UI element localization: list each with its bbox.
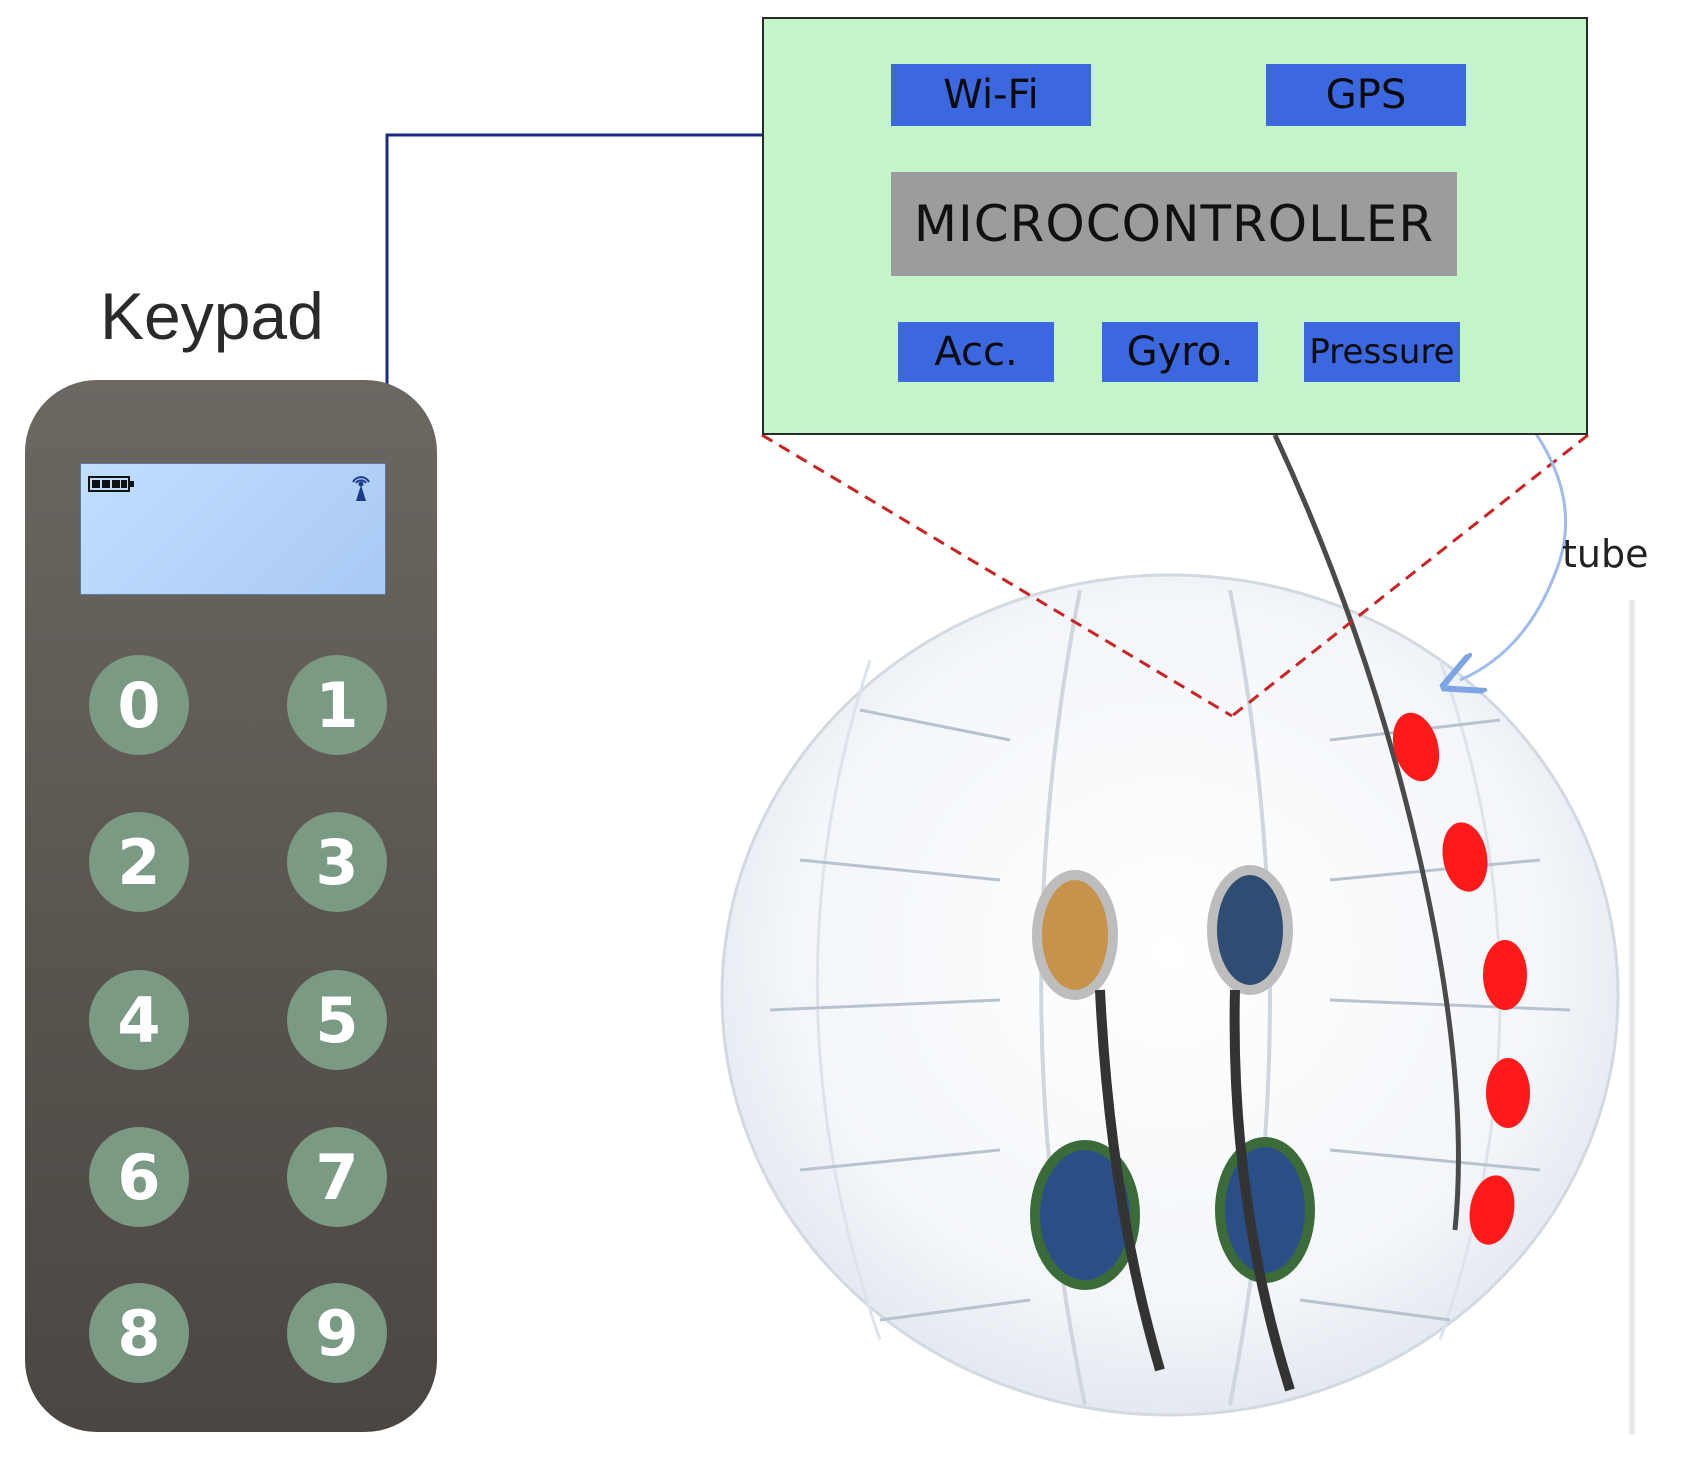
key-8[interactable]: 8 [89,1283,189,1383]
pressure-label: Pressure [1309,332,1455,372]
key-0[interactable]: 0 [89,655,189,755]
microcontroller-label: MICROCONTROLLER [913,195,1435,253]
gps-module: GPS [1266,64,1466,126]
keypad-screen [80,463,386,595]
key-2[interactable]: 2 [89,812,189,912]
key-9[interactable]: 9 [287,1283,387,1383]
battery-icon [88,476,134,492]
zoom-lines [761,433,1589,718]
accelerometer-module: Acc. [898,322,1054,382]
key-5[interactable]: 5 [287,970,387,1070]
key-6[interactable]: 6 [89,1127,189,1227]
gyro-label: Gyro. [1126,329,1234,375]
key-4[interactable]: 4 [89,970,189,1070]
sensor-nodes [1392,712,1530,1245]
wifi-module: Wi-Fi [891,64,1091,126]
wifi-label: Wi-Fi [943,72,1039,118]
gps-label: GPS [1325,72,1407,118]
keypad-title: Keypad [100,279,324,353]
antenna-icon [352,476,370,501]
pressure-module: Pressure [1304,322,1460,382]
sensor-cable [1272,433,1461,1231]
microcontroller-block: MICROCONTROLLER [891,172,1457,276]
key-7[interactable]: 7 [287,1127,387,1227]
keypad-link-cable [385,133,762,385]
key-3[interactable]: 3 [287,812,387,912]
acc-label: Acc. [934,329,1018,375]
tube-label: tube [1562,532,1649,576]
controller-panel: Wi-Fi GPS MICROCONTROLLER Acc. Gyro. Pre… [762,17,1588,435]
key-1[interactable]: 1 [287,655,387,755]
bubble-ball [720,573,1635,1435]
gyroscope-module: Gyro. [1102,322,1258,382]
